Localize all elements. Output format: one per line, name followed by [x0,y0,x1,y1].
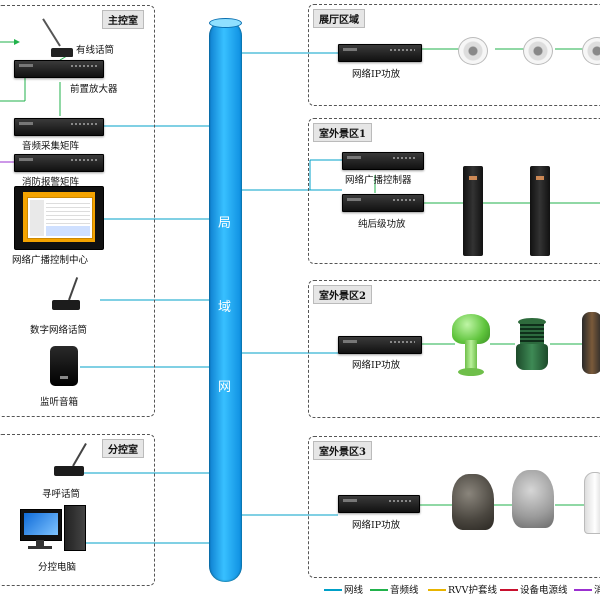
outdoor2-region [308,280,600,418]
lan-char-3: 网 [218,380,232,395]
legend-fire-label: 消 [594,585,600,596]
legend: 网线 音频线 RVV护套线 设备电源线 消 [324,582,600,596]
main-room-title: 主控室 [102,10,144,29]
microphone-icon [42,14,75,58]
legend-audio-swatch [370,589,388,591]
legend-power-swatch [500,589,518,591]
rear-amp-label: 纯后级功放 [358,219,406,230]
digital-mic-label: 数字网络话筒 [30,325,88,336]
rear-amp-device [342,194,424,212]
lawn-speaker-icon [514,318,550,372]
fire-matrix-label: 消防报警矩阵 [22,177,80,188]
speaker-icon [458,37,488,65]
mushroom-speaker-icon [452,314,492,378]
outdoor3-amp-device [338,495,420,513]
pre-amp-device [14,60,104,78]
paging-mic-label: 寻呼话筒 [42,489,81,500]
outdoor2-amp-device [338,336,422,354]
monitor-icon [14,186,104,250]
audio-matrix-label: 音频采集矩阵 [22,141,80,152]
legend-net-swatch [324,589,342,591]
hall-amp-device [338,44,422,62]
branch-room-region [0,434,155,586]
outdoor3-amp-label: 网络IP功放 [352,520,401,531]
audio-matrix-device [14,118,104,136]
rock-speaker-icon [512,470,554,528]
legend-net-label: 网线 [344,585,364,596]
outdoor3-title: 室外景区3 [313,441,372,460]
outdoor1-region [308,118,600,264]
broadcast-controller-label: 网络广播控制器 [345,175,412,186]
main-room-region [0,5,155,417]
column-speaker-icon [530,166,550,256]
rock-speaker-icon [452,474,494,530]
outdoor2-amp-label: 网络IP功放 [352,360,401,371]
wired-mic-label: 有线话筒 [76,45,115,56]
pre-amp-label: 前置放大器 [70,84,118,95]
lan-pipe-top [209,18,242,28]
column-speaker-icon [463,166,483,256]
legend-rvv-label: RVV护套线 [448,585,498,596]
control-center-label: 网络广播控制中心 [12,255,89,266]
white-figure-speaker-icon [584,472,600,534]
lan-char-2: 域 [218,300,232,315]
lan-pipe [209,20,242,582]
legend-fire-swatch [574,589,592,591]
speaker-icon [523,37,553,65]
hall-amp-label: 网络IP功放 [352,69,401,80]
monitor-speaker-label: 监听音箱 [40,397,79,408]
speaker-icon [50,346,78,386]
outdoor1-title: 室外景区1 [313,123,372,142]
legend-power-label: 设备电源线 [520,585,568,596]
outdoor3-region [308,436,600,578]
microphone-icon [50,440,90,480]
pc-icon [20,505,86,553]
outdoor2-title: 室外景区2 [313,285,372,304]
lan-char-1: 局 [218,216,232,231]
branch-room-title: 分控室 [102,439,144,458]
legend-audio-label: 音频线 [390,585,419,596]
legend-rvv-swatch [428,589,446,591]
microphone-icon [46,276,86,312]
hall-region [308,4,600,106]
figure-speaker-icon [582,312,600,374]
branch-pc-label: 分控电脑 [38,562,77,573]
fire-matrix-device [14,154,104,172]
broadcast-controller-device [342,152,424,170]
hall-title: 展厅区域 [313,9,365,28]
